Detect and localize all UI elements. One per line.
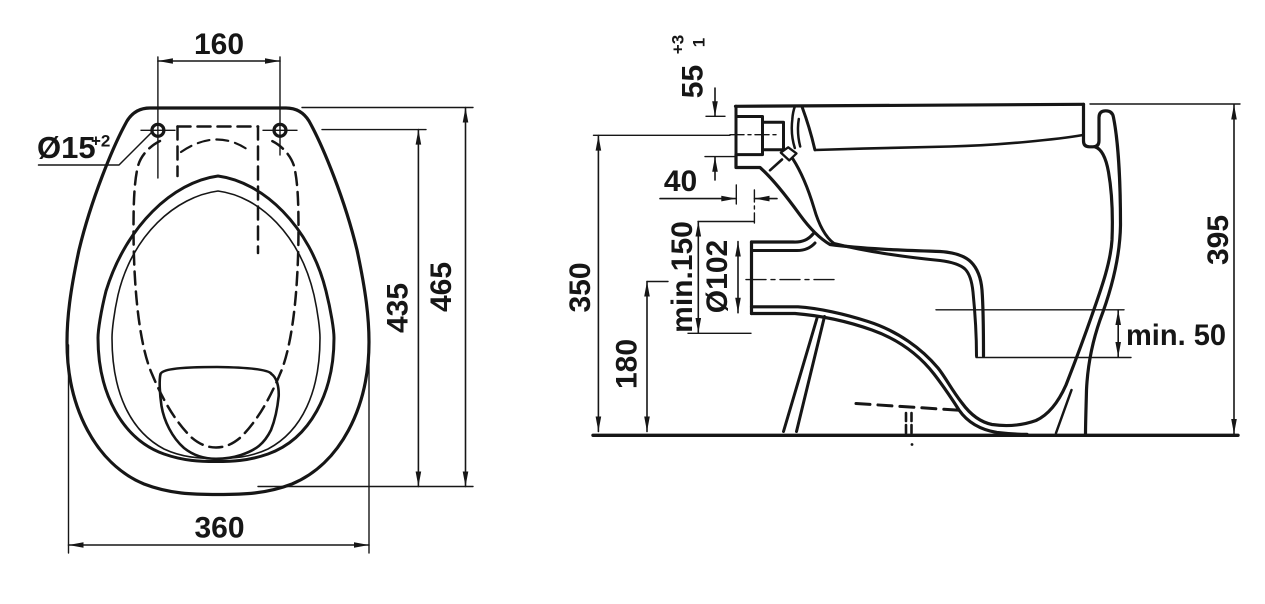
svg-text:min. 50: min. 50: [1126, 319, 1226, 352]
svg-text:+3: +3: [669, 35, 688, 54]
svg-text:40: 40: [664, 165, 697, 198]
svg-text:+2: +2: [91, 132, 110, 151]
svg-text:Ø15: Ø15: [37, 130, 96, 165]
svg-text:435: 435: [382, 283, 415, 333]
svg-text:1: 1: [690, 38, 709, 47]
svg-text:465: 465: [425, 262, 458, 312]
svg-text:min.150: min.150: [666, 221, 699, 333]
svg-text:55: 55: [677, 65, 710, 98]
svg-text:Ø102: Ø102: [701, 240, 734, 313]
svg-text:395: 395: [1202, 215, 1235, 265]
svg-text:160: 160: [194, 28, 244, 61]
svg-text:360: 360: [194, 512, 244, 545]
svg-text:350: 350: [564, 262, 597, 312]
svg-text:180: 180: [611, 339, 644, 389]
